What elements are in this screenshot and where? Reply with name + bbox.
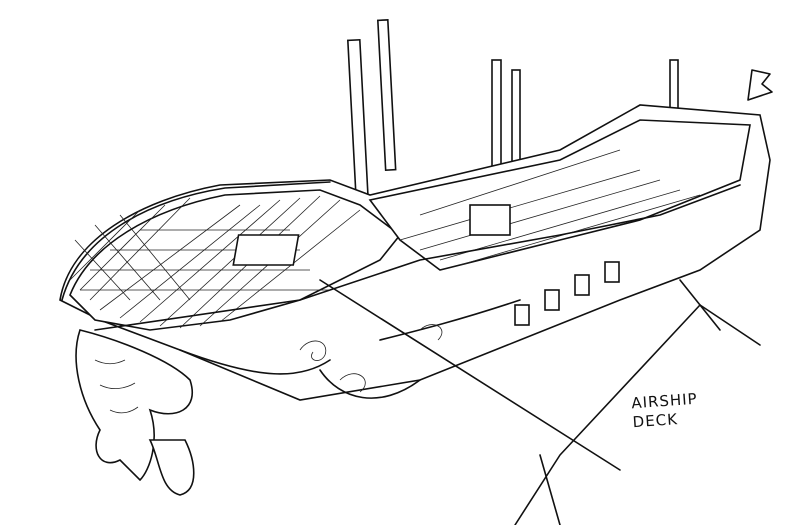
airship-deck-platform — [514, 304, 761, 525]
figurehead-creature — [75, 329, 195, 496]
stern-windows — [514, 261, 620, 326]
hull — [59, 104, 771, 401]
masts — [346, 19, 773, 212]
mooring-rope — [319, 279, 621, 471]
airship-deck-caption: AIRSHIP DECK — [631, 390, 700, 433]
